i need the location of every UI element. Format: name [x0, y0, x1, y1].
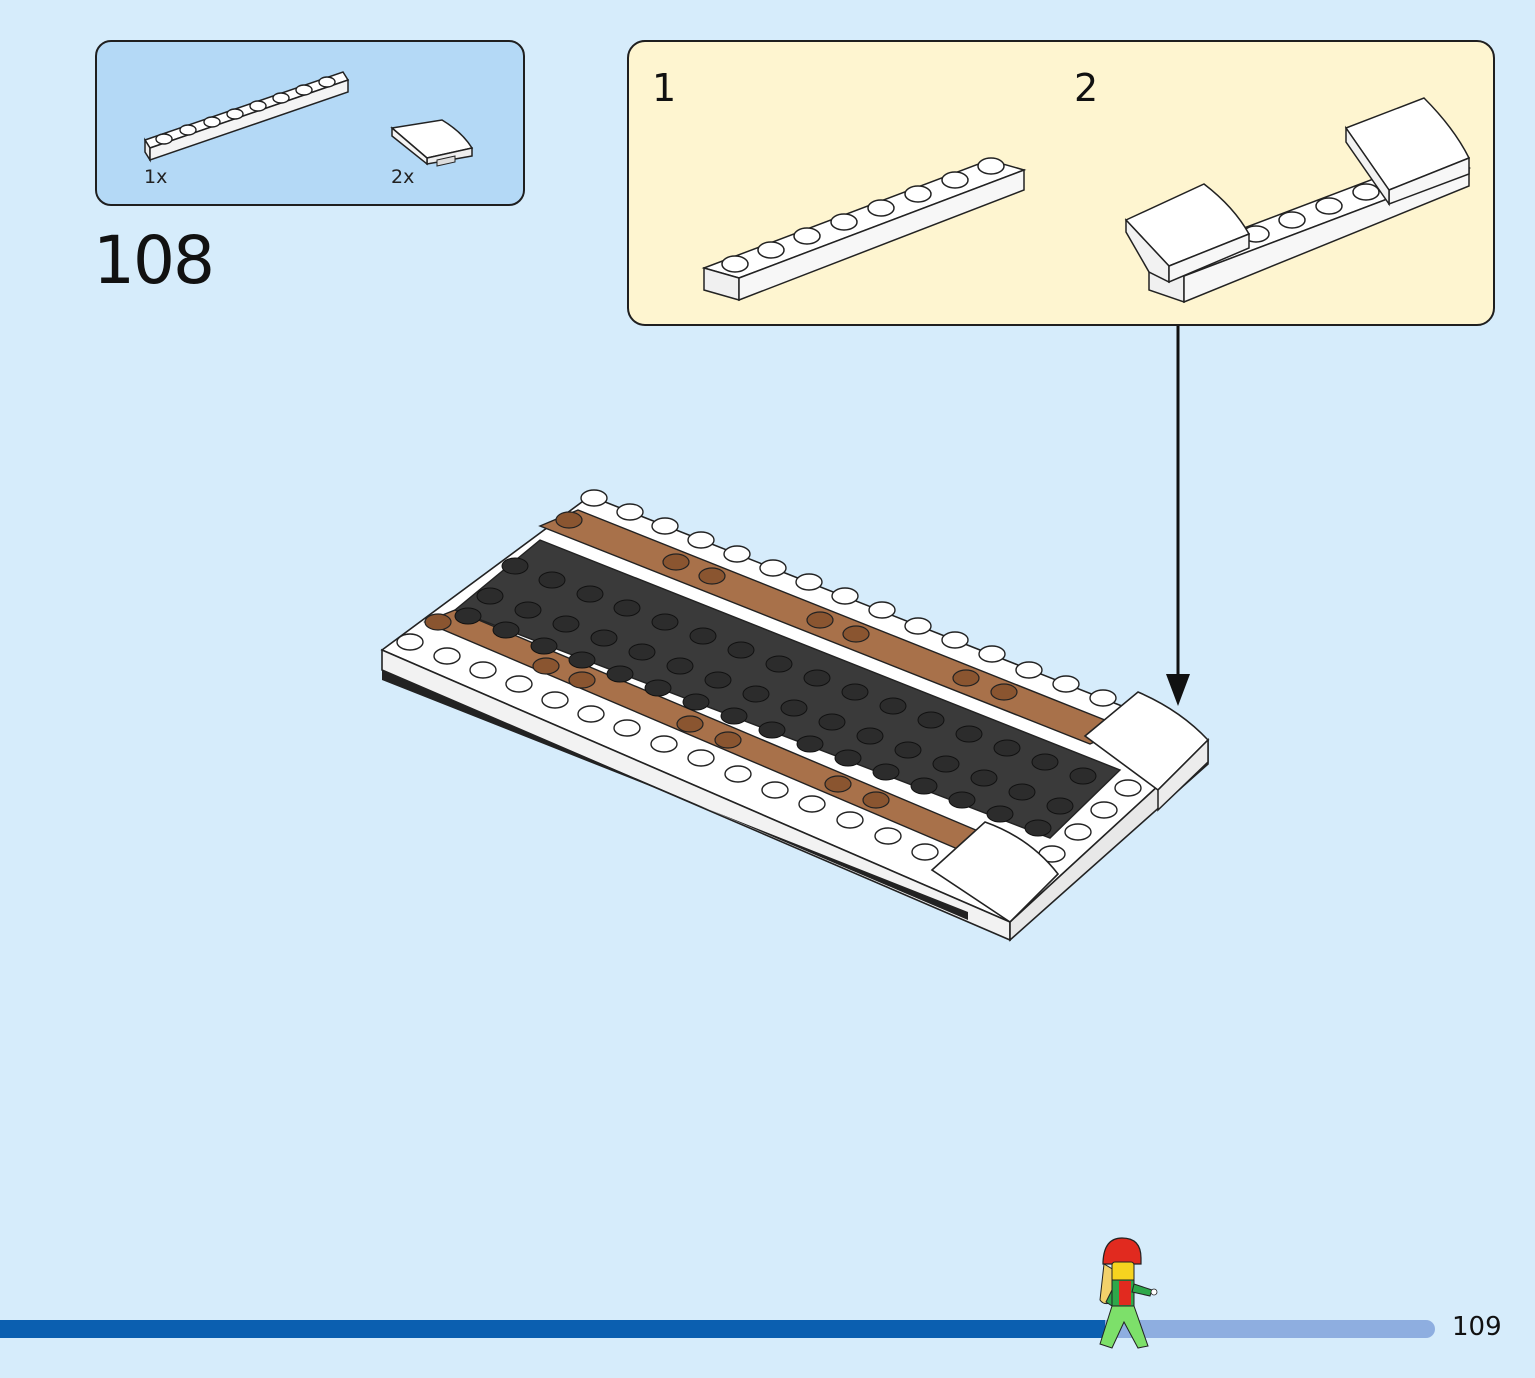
plate-1x8-part-icon — [143, 71, 350, 163]
substep-1-plate-illustration — [701, 157, 1027, 302]
step-number: 108 — [93, 222, 215, 299]
page-progress-bar — [0, 1320, 1435, 1338]
substep-callout: 1 2 — [627, 40, 1495, 326]
substep-label: 1 — [652, 66, 677, 110]
substep-2-plate-with-slopes-illustration — [1124, 97, 1472, 304]
curved-slope-part-icon — [390, 119, 474, 167]
page-progress-fill — [0, 1320, 1105, 1338]
part-quantity: 1x — [144, 166, 168, 188]
substep-label: 2 — [1074, 66, 1099, 110]
parts-list-box: 1x 2x — [95, 40, 525, 206]
part-quantity: 2x — [391, 166, 415, 188]
page-number: 109 — [1452, 1312, 1502, 1342]
